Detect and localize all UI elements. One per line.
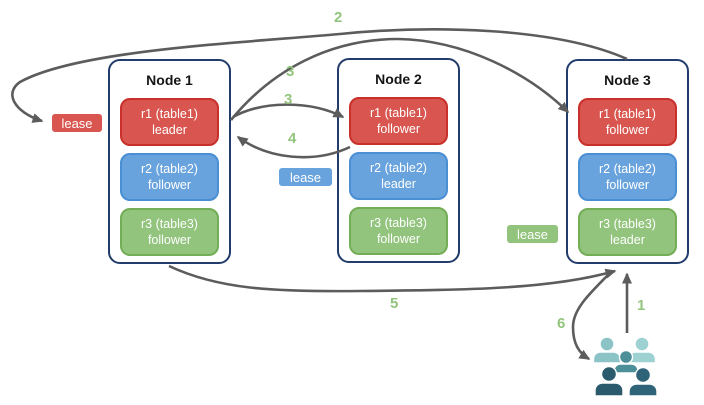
person-bottom-left [594, 365, 624, 397]
person-middle [613, 349, 639, 374]
range-label: r1 (table1) [141, 106, 198, 121]
node-1-range-r3: r3 (table3) follower [120, 208, 219, 256]
node-2-range-r3: r3 (table3) follower [349, 207, 448, 255]
arrow-step-2 [11, 28, 628, 123]
range-role: follower [147, 233, 192, 247]
person-bottom-right [628, 366, 658, 397]
node-3-box: Node 3 r1 (table1) follower r2 (table2) … [566, 59, 689, 264]
person-top-left [592, 336, 622, 364]
node-2-range-r1: r1 (table1) follower [349, 97, 448, 145]
node-3-range-r1: r1 (table1) follower [578, 98, 677, 146]
node-2-title: Node 2 [375, 71, 422, 87]
node-1-range-r2: r2 (table2) follower [120, 153, 219, 201]
node-3-range-r2: r2 (table2) follower [578, 153, 677, 201]
lease-tag-r2: lease [277, 166, 334, 188]
node-3-title: Node 3 [604, 72, 651, 88]
range-label: r1 (table1) [370, 105, 427, 120]
node-1-range-r1: r1 (table1) leader [120, 98, 219, 146]
range-label: r2 (table2) [370, 160, 427, 175]
node-1-box: Node 1 r1 (table1) leader r2 (table2) fo… [108, 59, 231, 264]
lease-tag-r3: lease [505, 223, 560, 245]
step-label-1: 1 [637, 297, 646, 314]
step-label-2: 2 [334, 9, 343, 26]
node-2-box: Node 2 r1 (table1) follower r2 (table2) … [337, 58, 460, 263]
person-top-right [627, 336, 657, 364]
step-label-4: 4 [288, 130, 297, 147]
range-label: r2 (table2) [141, 161, 198, 176]
range-role: follower [147, 178, 192, 192]
range-role: follower [605, 178, 650, 192]
step-label-6: 6 [557, 315, 566, 332]
range-label: r3 (table3) [599, 216, 656, 231]
range-role: follower [376, 122, 421, 136]
step-label-3-upper: 3 [286, 63, 295, 80]
arrow-step-5 [168, 264, 617, 293]
range-label: r3 (table3) [141, 216, 198, 231]
lease-tag-r1: lease [50, 112, 104, 134]
range-role: follower [376, 232, 421, 246]
range-label: r3 (table3) [370, 215, 427, 230]
range-role: leader [152, 123, 187, 137]
range-role: follower [605, 123, 650, 137]
range-role: leader [610, 233, 645, 247]
range-label: r2 (table2) [599, 161, 656, 176]
node-2-range-r2: r2 (table2) leader [349, 152, 448, 200]
range-label: r1 (table1) [599, 106, 656, 121]
arrow-step-6 [571, 270, 613, 361]
step-label-3-lower: 3 [284, 91, 293, 108]
range-role: leader [381, 177, 416, 191]
node-1-title: Node 1 [146, 72, 193, 88]
step-label-5: 5 [390, 295, 399, 312]
node-3-range-r3: r3 (table3) leader [578, 208, 677, 256]
